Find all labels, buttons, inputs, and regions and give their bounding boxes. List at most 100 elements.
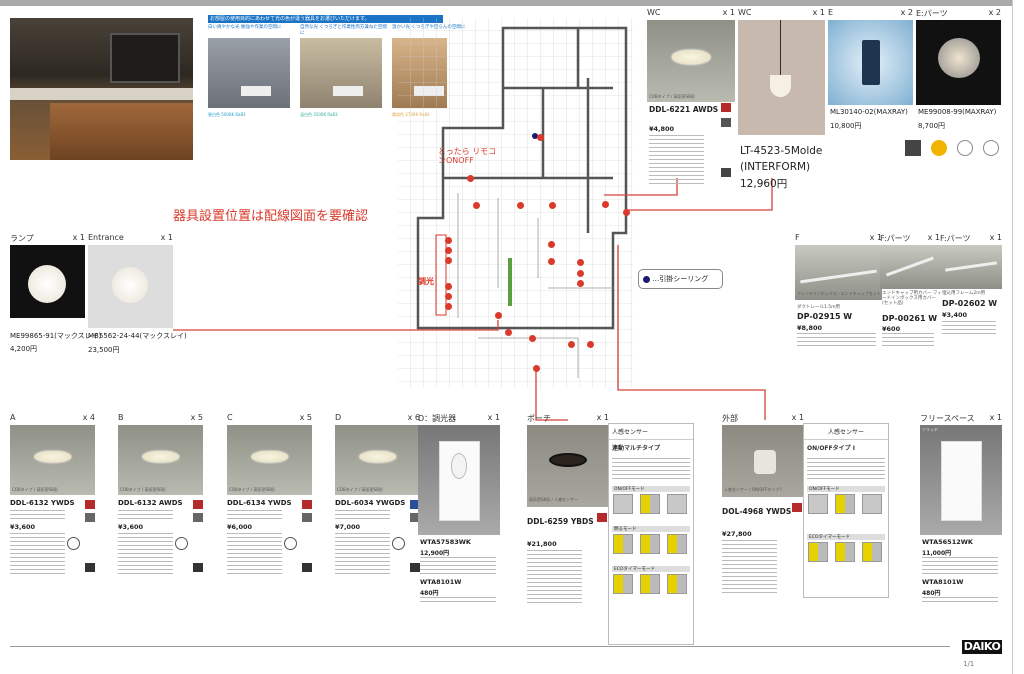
product-model: LT-4523-5Molde (INTERFORM): [740, 145, 823, 173]
card-quantity: x 1: [487, 413, 500, 422]
color-option-tag: 温白色 3500K Ra83: [300, 112, 338, 117]
product-sub-price: 480円: [922, 590, 941, 597]
product-model: WTA57583WK: [420, 538, 471, 546]
dimmer-zone: [435, 234, 447, 316]
fixture-marker: [568, 341, 575, 348]
mode-diagram: [862, 494, 882, 514]
fixture-marker: [445, 237, 452, 244]
product-model: DDL-6132 AWDS: [118, 499, 183, 507]
product-price: ¥3,600: [10, 523, 36, 531]
kitchen-photo: [10, 18, 193, 160]
card-header: Entrance x 1: [88, 233, 173, 245]
sensor-title: 人感センサー: [804, 424, 888, 440]
spec-text: [118, 533, 173, 575]
product-model: ME99865-91(マックスレイ): [10, 332, 102, 340]
card-label: WC: [738, 8, 752, 17]
kitchen-counter: [10, 88, 193, 100]
product-price: ¥3,400: [942, 311, 968, 319]
product-price: ¥4,800: [649, 125, 675, 133]
color-option-tag: 昼白色 5000K Ra83: [208, 112, 246, 117]
pse-mark: [284, 537, 297, 550]
spec-text: [922, 557, 998, 575]
fixture-marker: [577, 270, 584, 277]
fixture-marker: [495, 312, 502, 319]
dimmer-knob: [450, 453, 468, 479]
product-model: DDL-6034 YWGDS: [335, 499, 406, 507]
card-quantity: x 1: [722, 8, 735, 17]
fixture-marker: [577, 280, 584, 287]
spec-text: [335, 510, 390, 520]
card-header: WC x 1: [738, 8, 825, 20]
feature-icon: [957, 140, 973, 156]
mode-diagram: [835, 494, 855, 514]
room-photo: [208, 38, 290, 108]
feature-badge: [85, 513, 95, 522]
product-sub-model: WTA8101W: [922, 578, 964, 586]
downlight-shape: [671, 49, 711, 65]
color-option-title: 白い爽やかな光 勉強や作業の空間に: [208, 25, 282, 30]
image-caption: COBタイプ / 高気密SB形: [337, 487, 383, 492]
fixture-marker: [587, 341, 594, 348]
feature-badge: [410, 563, 420, 572]
product-model: DP-02915 W: [797, 312, 853, 321]
sensor-mode-label: ON/OFFモード: [807, 486, 885, 492]
plan-walls: [416, 26, 628, 330]
pendant-shade: [770, 75, 791, 97]
globe-shape: [28, 265, 66, 303]
product-model: DP-00261 W: [882, 314, 938, 323]
product-model: ML30140-02(MAXRAY): [830, 108, 908, 116]
card-label: B: [118, 413, 124, 422]
spec-text: [942, 321, 996, 335]
product-image: [916, 20, 1001, 105]
card-label: E: [828, 8, 834, 17]
room-photo: [300, 38, 382, 108]
card-label: E:パーツ: [916, 9, 948, 18]
feature-badge: [302, 500, 312, 509]
spec-text: [797, 333, 876, 347]
product-model: DDL-6134 YWDS: [227, 499, 292, 507]
product-sub-price: 480円: [420, 590, 439, 597]
pse-mark: [67, 537, 80, 550]
fixture-marker: [445, 283, 452, 290]
fixture-marker: [445, 303, 452, 310]
mode-diagram: [640, 574, 660, 594]
feature-badge: [302, 513, 312, 522]
sensor-mode-label: ECOタイマーモード: [612, 566, 690, 572]
mode-diagram: [808, 542, 828, 562]
product-price: 12,960円: [740, 178, 788, 190]
product-card: WC x 1 LT-4523-5Molde (INTERFORM) 12,960円: [738, 8, 825, 208]
downlight-shape: [358, 450, 397, 463]
card-quantity: x 1: [72, 233, 85, 242]
brand-logo: DAIKO: [962, 640, 1002, 654]
spec-text: [807, 458, 885, 482]
card-quantity: x 1: [596, 413, 609, 422]
card-quantity: x 1: [812, 8, 825, 17]
feature-icon: [983, 140, 999, 156]
product-price: 23,500円: [88, 346, 120, 354]
feature-badge: [85, 500, 95, 509]
product-model: DP-02602 W: [942, 299, 998, 308]
plan-remote-note: とったら リモコンONOFF: [438, 147, 497, 165]
card-quantity: x 1: [989, 233, 1002, 242]
spec-text: [922, 597, 998, 605]
card-quantity: x 1: [160, 233, 173, 242]
card-label: Entrance: [88, 233, 124, 242]
product-image: [795, 245, 882, 300]
product-price: 11,000円: [922, 550, 952, 557]
product-image: [527, 425, 609, 507]
product-desc: 埋込用フレーム2m用: [942, 291, 986, 296]
fixture-marker: [602, 201, 609, 208]
